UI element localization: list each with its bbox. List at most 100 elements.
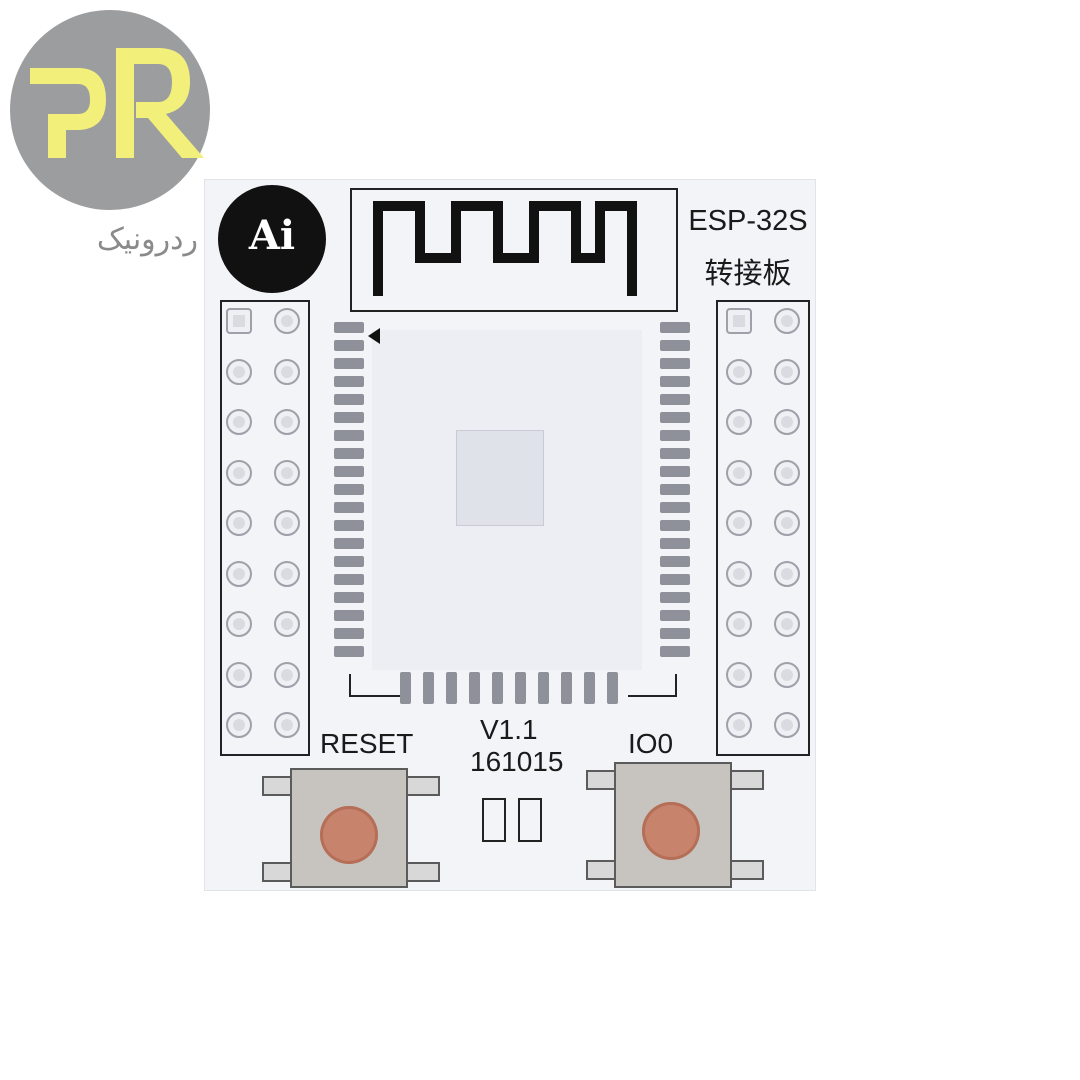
header-pin <box>274 510 300 536</box>
header-pin <box>726 510 752 536</box>
module-pad <box>561 672 572 704</box>
header-pin <box>774 510 800 536</box>
module-pad <box>334 538 364 549</box>
date-code-label: 161015 <box>470 746 564 777</box>
module-pad <box>492 672 503 704</box>
module-pad <box>660 358 690 369</box>
header-pin <box>274 661 300 688</box>
header-pin <box>274 308 300 334</box>
header-pin <box>726 712 752 738</box>
header-pin <box>226 661 252 688</box>
module-pad <box>660 484 690 495</box>
header-pin <box>274 409 300 435</box>
maker-logo-text: Ai <box>248 212 296 259</box>
module-outline <box>349 328 677 697</box>
reset-button-cap[interactable] <box>320 806 378 864</box>
header-pin <box>726 409 752 435</box>
reset-button-leg <box>404 776 440 796</box>
module-pad <box>660 448 690 459</box>
module-pad <box>334 466 364 477</box>
module-pad <box>660 556 690 567</box>
module-pad <box>334 484 364 495</box>
header-pin <box>726 358 752 385</box>
header-pin <box>774 459 800 486</box>
module-pad <box>334 556 364 567</box>
header-pin <box>226 560 252 587</box>
module-pad <box>660 430 690 441</box>
module-pad <box>334 322 364 333</box>
module-pad <box>334 340 364 351</box>
module-pad <box>660 646 690 657</box>
header-pin <box>226 510 252 536</box>
version-label: V1.1 <box>480 714 538 745</box>
module-pad <box>400 672 411 704</box>
module-pad <box>660 466 690 477</box>
header-pin <box>726 611 752 637</box>
brand-text: ردرونیک <box>96 222 198 257</box>
module-name: ESP-32S <box>688 205 808 237</box>
module-pad <box>446 672 457 704</box>
smd-led-1 <box>482 798 506 842</box>
module-pad <box>538 672 549 704</box>
header-pin <box>774 661 800 688</box>
module-pad <box>660 376 690 387</box>
module-pad <box>334 412 364 423</box>
module-pad <box>584 672 595 704</box>
header-pin <box>774 409 800 435</box>
header-pin <box>226 712 252 738</box>
header-pin <box>726 459 752 486</box>
header-pin <box>226 308 252 334</box>
module-pad <box>334 394 364 405</box>
header-pin <box>274 560 300 587</box>
header-pin <box>274 358 300 385</box>
module-pad <box>469 672 480 704</box>
antenna-trace-icon <box>373 201 637 296</box>
module-pad <box>660 412 690 423</box>
module-pad <box>334 502 364 513</box>
module-pad <box>607 672 618 704</box>
module-pad <box>423 672 434 704</box>
module-pad <box>660 592 690 603</box>
header-pin <box>774 560 800 587</box>
header-pin <box>274 459 300 486</box>
header-pin <box>226 459 252 486</box>
reset-button-leg <box>404 862 440 882</box>
reset-label: RESET <box>320 728 414 759</box>
module-pad <box>515 672 526 704</box>
module-pad <box>334 574 364 585</box>
maker-logo-icon <box>218 185 326 293</box>
module-pad <box>660 574 690 585</box>
header-pin <box>774 358 800 385</box>
io0-button-leg <box>728 770 764 790</box>
module-pad <box>334 448 364 459</box>
module-pad <box>334 520 364 531</box>
module-pad <box>660 394 690 405</box>
header-pin <box>726 308 752 334</box>
module-pad <box>334 610 364 621</box>
header-pin <box>274 611 300 637</box>
header-pin <box>774 712 800 738</box>
module-pad <box>660 340 690 351</box>
module-pad <box>334 628 364 639</box>
header-pin <box>226 358 252 385</box>
io0-label: IO0 <box>628 728 674 759</box>
module-pad <box>660 610 690 621</box>
smd-led-2 <box>518 798 542 842</box>
chip-thermal-pad <box>456 430 544 526</box>
header-pin <box>774 611 800 637</box>
header-pin <box>726 661 752 688</box>
header-pin <box>226 611 252 637</box>
io0-button-cap[interactable] <box>642 802 700 860</box>
module-pad <box>334 592 364 603</box>
module-pad <box>334 646 364 657</box>
header-pin <box>774 308 800 334</box>
module-pad <box>660 538 690 549</box>
module-pad <box>660 628 690 639</box>
module-pad <box>334 376 364 387</box>
header-pin <box>274 712 300 738</box>
header-pin <box>226 409 252 435</box>
brand-logo-icon <box>10 10 210 210</box>
left-pin-header <box>220 300 310 756</box>
antenna-outline <box>350 188 678 312</box>
header-pin <box>726 560 752 587</box>
